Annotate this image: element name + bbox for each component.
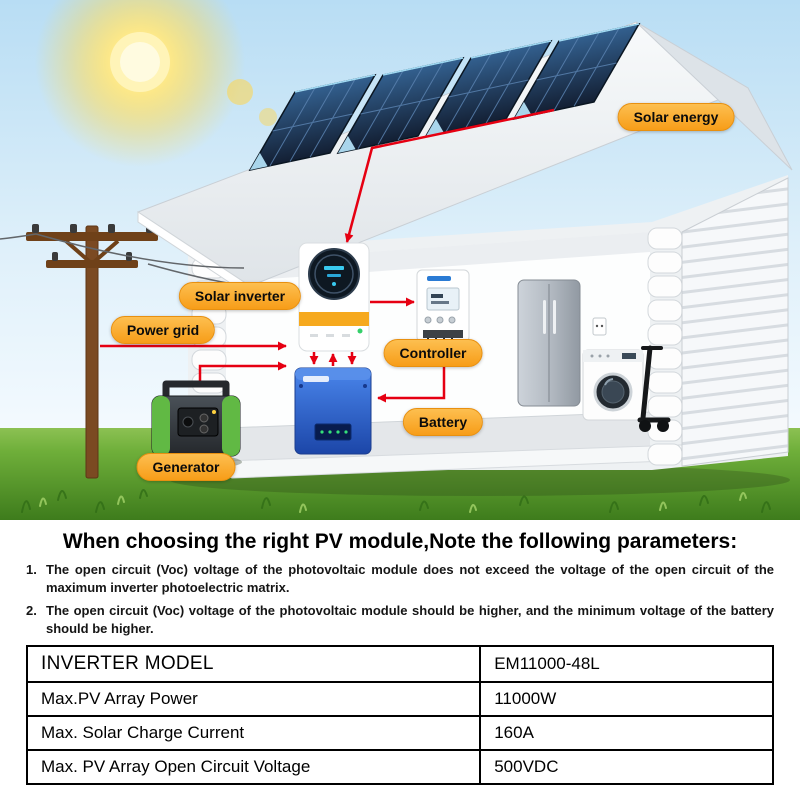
spec-value: 500VDC — [479, 748, 774, 785]
section-heading: When choosing the right PV module,Note t… — [62, 530, 738, 553]
solar-system-diagram: Solar energy Solar inverter Power grid C… — [0, 0, 800, 520]
battery-device — [294, 367, 372, 455]
scooter — [637, 345, 671, 432]
label-solar-energy: Solar energy — [617, 103, 735, 131]
inverter-device — [298, 242, 370, 352]
spec-value: 160A — [479, 714, 774, 751]
scene-illustration — [0, 0, 800, 520]
siding-wall — [681, 177, 789, 467]
power-pole — [26, 224, 158, 479]
note-item-2: 2. The open circuit (Voc) voltage of the… — [26, 602, 774, 638]
house — [136, 22, 793, 479]
spec-label: Max. PV Array Open Circuit Voltage — [25, 748, 482, 785]
note-number: 1. — [26, 562, 37, 577]
note-item-1: 1. The open circuit (Voc) voltage of the… — [26, 561, 774, 597]
label-generator: Generator — [136, 453, 236, 481]
note-number: 2. — [26, 602, 37, 618]
info-section: When choosing the right PV module,Note t… — [0, 530, 800, 785]
label-solar-inverter: Solar inverter — [178, 282, 302, 310]
table-row: Max.PV Array Power 11000W — [25, 680, 774, 717]
table-row: INVERTER MODEL EM11000-48L — [25, 644, 774, 683]
spec-label: Max. Solar Charge Current — [25, 714, 482, 751]
wall-outlet — [592, 317, 607, 336]
table-row: Max. Solar Charge Current 160A — [25, 714, 774, 751]
table-row: Max. PV Array Open Circuit Voltage 500VD… — [25, 748, 774, 785]
log-stack-right — [647, 227, 683, 466]
label-battery: Battery — [402, 408, 484, 436]
spec-label: INVERTER MODEL — [25, 644, 482, 683]
spec-table: INVERTER MODEL EM11000-48L Max.PV Array … — [25, 644, 774, 785]
label-power-grid: Power grid — [110, 316, 216, 344]
fridge — [517, 279, 581, 407]
washing-machine — [582, 349, 644, 421]
note-text: The open circuit (Voc) voltage of the ph… — [46, 602, 774, 636]
controller-device — [416, 269, 470, 350]
label-controller: Controller — [383, 339, 483, 367]
spec-label: Max.PV Array Power — [25, 680, 482, 717]
note-text: The open circuit (Voc) voltage of the ph… — [46, 562, 774, 595]
spec-value: EM11000-48L — [479, 644, 774, 683]
spec-value: 11000W — [479, 680, 774, 717]
